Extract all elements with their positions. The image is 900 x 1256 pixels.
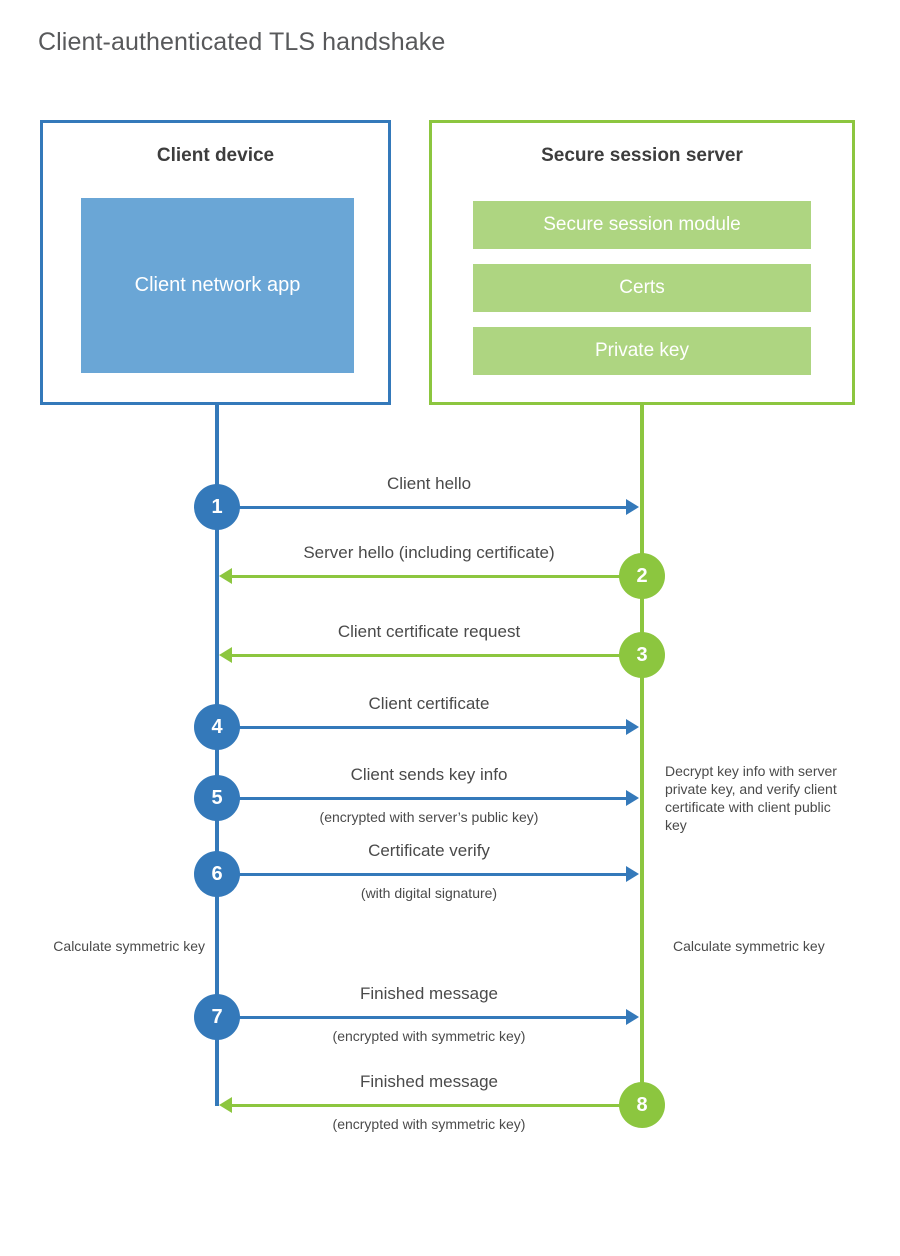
server-calculate-symmetric-key-note: Calculate symmetric key xyxy=(673,938,825,954)
step-number-6: 6 xyxy=(211,862,223,885)
arrow-shaft-8 xyxy=(232,1104,626,1107)
step-circle-5[interactable]: 5 xyxy=(194,775,240,821)
step-number-2: 2 xyxy=(636,564,648,587)
message-label-2: Server hello (including certificate) xyxy=(303,543,555,562)
server-block-certs: Certs xyxy=(473,264,811,312)
arrow-head-2 xyxy=(219,568,232,584)
secure-session-server-box: Secure session server Secure session mod… xyxy=(429,120,855,405)
server-decrypt-note: Decrypt key info with server private key… xyxy=(665,763,837,833)
step-number-7: 7 xyxy=(211,1005,223,1028)
server-block-private-key: Private key xyxy=(473,327,811,375)
step-number-8: 8 xyxy=(636,1093,648,1116)
step-circle-8[interactable]: 8 xyxy=(619,1082,665,1128)
message-label-5: Client sends key info xyxy=(350,765,508,784)
message-sublabel-8: (encrypted with symmetric key) xyxy=(332,1116,526,1132)
arrow-shaft-3 xyxy=(232,654,626,657)
arrow-shaft-1 xyxy=(217,506,626,509)
client-device-title: Client device xyxy=(156,145,275,166)
arrow-shaft-6 xyxy=(217,873,626,876)
message-label-7: Finished message xyxy=(360,984,498,1003)
client-device-box: Client device Client network app xyxy=(40,120,391,405)
step-number-3: 3 xyxy=(636,643,648,666)
message-label-1: Client hello xyxy=(386,474,472,493)
arrow-head-5 xyxy=(626,790,639,806)
client-lifeline xyxy=(215,403,219,1106)
server-block-secure-session-module: Secure session module xyxy=(473,201,811,249)
arrow-head-6 xyxy=(626,866,639,882)
client-calculate-symmetric-key-note: Calculate symmetric key xyxy=(53,938,205,954)
arrow-head-7 xyxy=(626,1009,639,1025)
secure-session-server-title: Secure session server xyxy=(541,145,743,166)
message-sublabel-6: (with digital signature) xyxy=(360,885,498,901)
page-title: Client-authenticated TLS handshake xyxy=(38,28,446,56)
arrow-shaft-2 xyxy=(232,575,626,578)
message-sublabel-7: (encrypted with symmetric key) xyxy=(332,1028,526,1044)
step-circle-4[interactable]: 4 xyxy=(194,704,240,750)
step-circle-3[interactable]: 3 xyxy=(619,632,665,678)
server-lifeline xyxy=(640,403,644,1106)
message-label-8: Finished message xyxy=(360,1072,498,1091)
step-number-4: 4 xyxy=(211,715,223,738)
step-circle-7[interactable]: 7 xyxy=(194,994,240,1040)
arrow-head-1 xyxy=(626,499,639,515)
arrow-head-4 xyxy=(626,719,639,735)
step-number-1: 1 xyxy=(211,495,223,518)
arrow-head-8 xyxy=(219,1097,232,1113)
step-circle-2[interactable]: 2 xyxy=(619,553,665,599)
arrow-shaft-4 xyxy=(217,726,626,729)
step-number-5: 5 xyxy=(211,786,223,809)
message-label-4: Client certificate xyxy=(368,694,490,713)
message-label-3: Client certificate request xyxy=(337,622,521,641)
arrow-shaft-5 xyxy=(217,797,626,800)
arrow-head-3 xyxy=(219,647,232,663)
client-network-app-block: Client network app xyxy=(81,198,354,373)
step-circle-1[interactable]: 1 xyxy=(194,484,240,530)
message-label-6: Certificate verify xyxy=(368,841,490,860)
message-sublabel-5: (encrypted with server’s public key) xyxy=(319,809,539,825)
arrow-shaft-7 xyxy=(217,1016,626,1019)
step-circle-6[interactable]: 6 xyxy=(194,851,240,897)
